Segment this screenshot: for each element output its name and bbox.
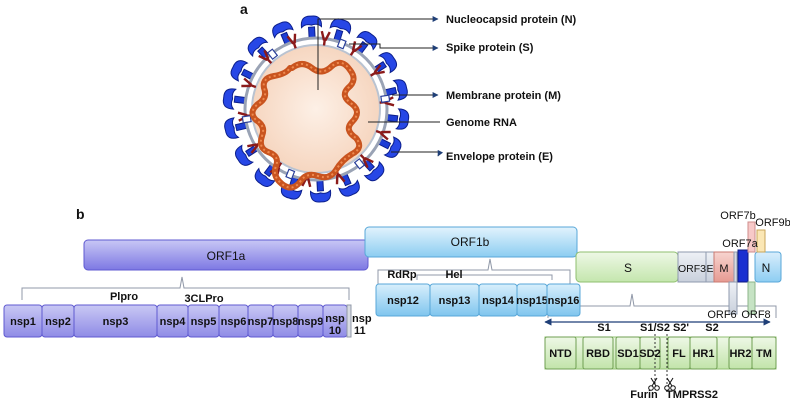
nsp11-sliver xyxy=(346,304,352,338)
m-gene-label: M xyxy=(719,263,728,275)
spike-domain-label: SD1 xyxy=(617,348,638,360)
nsp11-label-a: nsp xyxy=(352,313,372,325)
envelope-protein xyxy=(285,168,296,180)
orf9b-bar xyxy=(756,229,766,253)
envelope-protein xyxy=(380,94,391,103)
membrane-protein xyxy=(258,49,273,64)
nsp-orf1a-label: nsp7 xyxy=(248,316,274,328)
orf7a-bar xyxy=(737,249,749,283)
spike-domain-label: HR2 xyxy=(729,348,751,360)
furin-label: Furin xyxy=(630,389,658,400)
nsp-orf1b-label: nsp15 xyxy=(516,295,548,307)
plpro-label: Plpro xyxy=(110,291,138,303)
spike-domain-box xyxy=(544,336,577,370)
nsp-orf1b-label: nsp14 xyxy=(482,295,515,307)
nsp-orf1a-label: nsp1 xyxy=(10,316,36,328)
orf6-bar xyxy=(728,281,738,315)
nsp-orf1a-label: nsp3 xyxy=(103,316,129,328)
nsp-orf1b-box xyxy=(546,283,581,317)
nsp10-label-b: 10 xyxy=(329,325,341,337)
spike-domain-label: FL xyxy=(672,348,686,360)
spike-domain-label: RBD xyxy=(586,348,610,360)
membrane-protein xyxy=(370,64,385,77)
membrane-protein xyxy=(320,30,331,46)
spike-domain-box xyxy=(639,336,661,370)
nsp-orf1a-label: nsp8 xyxy=(273,316,299,328)
scissors-icon-furin xyxy=(648,377,660,391)
membrane-protein xyxy=(286,33,297,49)
nsp11-label-b: 11 xyxy=(354,325,366,337)
panel-a-label: a xyxy=(240,1,248,17)
nsp-orf1a-label: nsp6 xyxy=(221,316,247,328)
spike-domain-label: HR1 xyxy=(692,348,714,360)
orf1b-label: ORF1b xyxy=(451,235,490,249)
spike-domain-label: SD2 xyxy=(639,348,660,360)
genome-rna-texture xyxy=(251,61,361,189)
callout-membrane: Membrane protein (M) xyxy=(446,90,561,102)
callout-envelope: Envelope protein (E) xyxy=(446,151,553,163)
nsp-orf1b-label: nsp13 xyxy=(439,295,471,307)
membrane-protein xyxy=(349,41,363,56)
n-gene-bar xyxy=(754,251,782,283)
e-gene-label: E xyxy=(706,263,713,275)
hel-label: Hel xyxy=(445,269,462,281)
panel-b-label: b xyxy=(76,206,85,222)
orf8-bar xyxy=(747,281,756,315)
orf7a-label: ORF7a xyxy=(722,238,758,250)
orf1a-label: ORF1a xyxy=(207,249,246,263)
3clpro-label: 3CLPro xyxy=(184,293,223,305)
orf7b-bar xyxy=(747,221,756,253)
virion-illustration xyxy=(222,15,410,203)
membrane-protein xyxy=(241,77,257,89)
nsp-orf1b-label: nsp12 xyxy=(387,295,419,307)
s2-prime-label: S2' xyxy=(673,322,689,334)
orf1b-bar xyxy=(364,226,578,258)
nsp-orf1a-label: nsp4 xyxy=(160,316,187,328)
spike-domain-box xyxy=(582,336,614,370)
orf9b-label: ORF9b xyxy=(755,217,790,229)
orf6-label: ORF6 xyxy=(707,309,736,321)
n-gene-label: N xyxy=(762,261,771,275)
orf8-label: ORF8 xyxy=(741,309,770,321)
spike-domain-box xyxy=(751,336,777,370)
cleavage-markers xyxy=(648,334,676,391)
s2-label: S2 xyxy=(705,322,718,334)
orf7b-label: ORF7b xyxy=(720,210,755,222)
spike-domain-label: TM xyxy=(756,348,772,360)
s1s2-label: S1/S2 xyxy=(640,322,670,334)
callout-nucleocapsid: Nucleocapsid protein (N) xyxy=(446,14,577,26)
nsp-orf1a-label: nsp2 xyxy=(45,316,71,328)
rdrp-label: RdRp xyxy=(387,269,417,281)
s-gene-label: S xyxy=(624,261,632,275)
nsp-orf1a-label: nsp9 xyxy=(298,316,324,328)
membrane-protein xyxy=(359,154,374,169)
nsp-orf1b-label: nsp16 xyxy=(548,295,580,307)
callout-lines xyxy=(317,16,444,157)
spike-domain-label: NTD xyxy=(549,348,572,360)
orf6-sliver xyxy=(733,251,738,283)
callout-genome-rna: Genome RNA xyxy=(446,117,517,129)
callout-spike: Spike protein (S) xyxy=(446,42,534,54)
s1-label: S1 xyxy=(597,322,610,334)
envelope-protein xyxy=(241,115,252,124)
spike-domain-box xyxy=(689,336,718,370)
envelope-protein xyxy=(353,157,366,170)
envelope-protein xyxy=(266,48,279,61)
nsp10-label-a: nsp xyxy=(325,313,345,325)
tmprss2-label: TMPRSS2 xyxy=(666,389,718,400)
orf3-label: ORF3 xyxy=(678,263,706,275)
scissors-icon-tmprss2 xyxy=(664,377,676,391)
membrane-protein xyxy=(375,129,391,141)
orf3-bar xyxy=(677,251,707,283)
envelope-protein xyxy=(336,38,347,50)
envelope-proteins-group xyxy=(241,38,391,180)
nsp-orf1a-label: nsp5 xyxy=(191,316,217,328)
